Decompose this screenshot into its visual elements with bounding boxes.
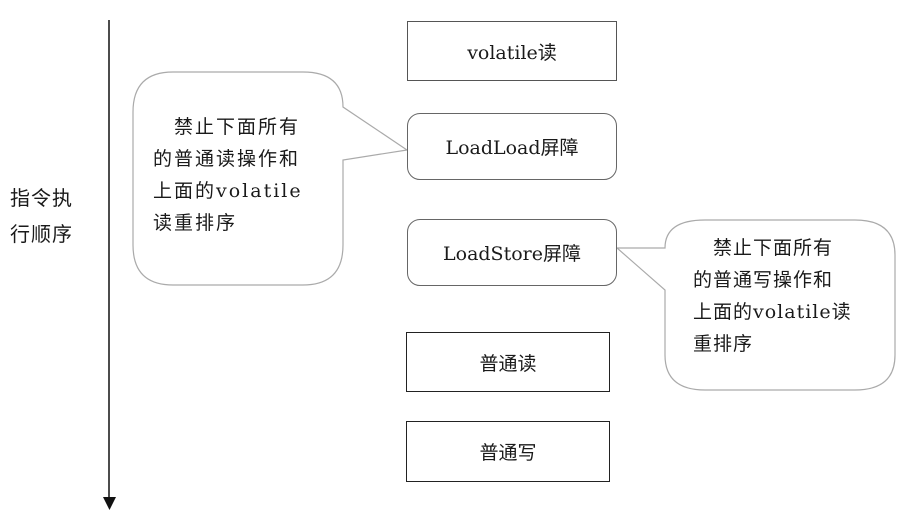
callout-line: 禁止下面所有: [693, 237, 834, 259]
callout-line: 的普通写操作和: [693, 269, 834, 291]
timeline-label-line2: 行顺序: [10, 222, 73, 246]
callout-line: 禁止下面所有: [153, 116, 301, 138]
callout-line: 的普通读操作和: [153, 148, 301, 170]
timeline-label: 指令执 行顺序: [10, 180, 73, 252]
step-label: volatile读: [467, 41, 557, 64]
step-loadload-barrier: LoadLoad屏障: [407, 113, 617, 180]
step-volatile-read: volatile读: [407, 21, 617, 81]
timeline-label-line1: 指令执: [10, 186, 73, 210]
step-label: 普通读: [479, 352, 537, 375]
callout-line: 上面的volatile: [153, 180, 303, 202]
callout-line: 上面的volatile读: [693, 301, 852, 323]
callout-line: 读重排序: [153, 212, 238, 234]
callout-right-bubble: [615, 219, 896, 391]
callout-line: 重排序: [693, 333, 754, 355]
timeline-arrowhead-icon: [103, 497, 116, 510]
step-normal-read: 普通读: [406, 332, 610, 392]
step-label: LoadLoad屏障: [445, 137, 579, 159]
callout-left-bubble: [132, 71, 409, 286]
step-normal-write: 普通写: [406, 421, 610, 482]
step-loadstore-barrier: LoadStore屏障: [407, 219, 617, 286]
step-label: 普通写: [479, 442, 537, 464]
step-label: LoadStore屏障: [443, 243, 581, 265]
callout-left-text: 禁止下面所有 的普通读操作和 上面的volatile 读重排序: [153, 111, 303, 239]
callout-right-text: 禁止下面所有 的普通写操作和 上面的volatile读 重排序: [693, 232, 852, 360]
